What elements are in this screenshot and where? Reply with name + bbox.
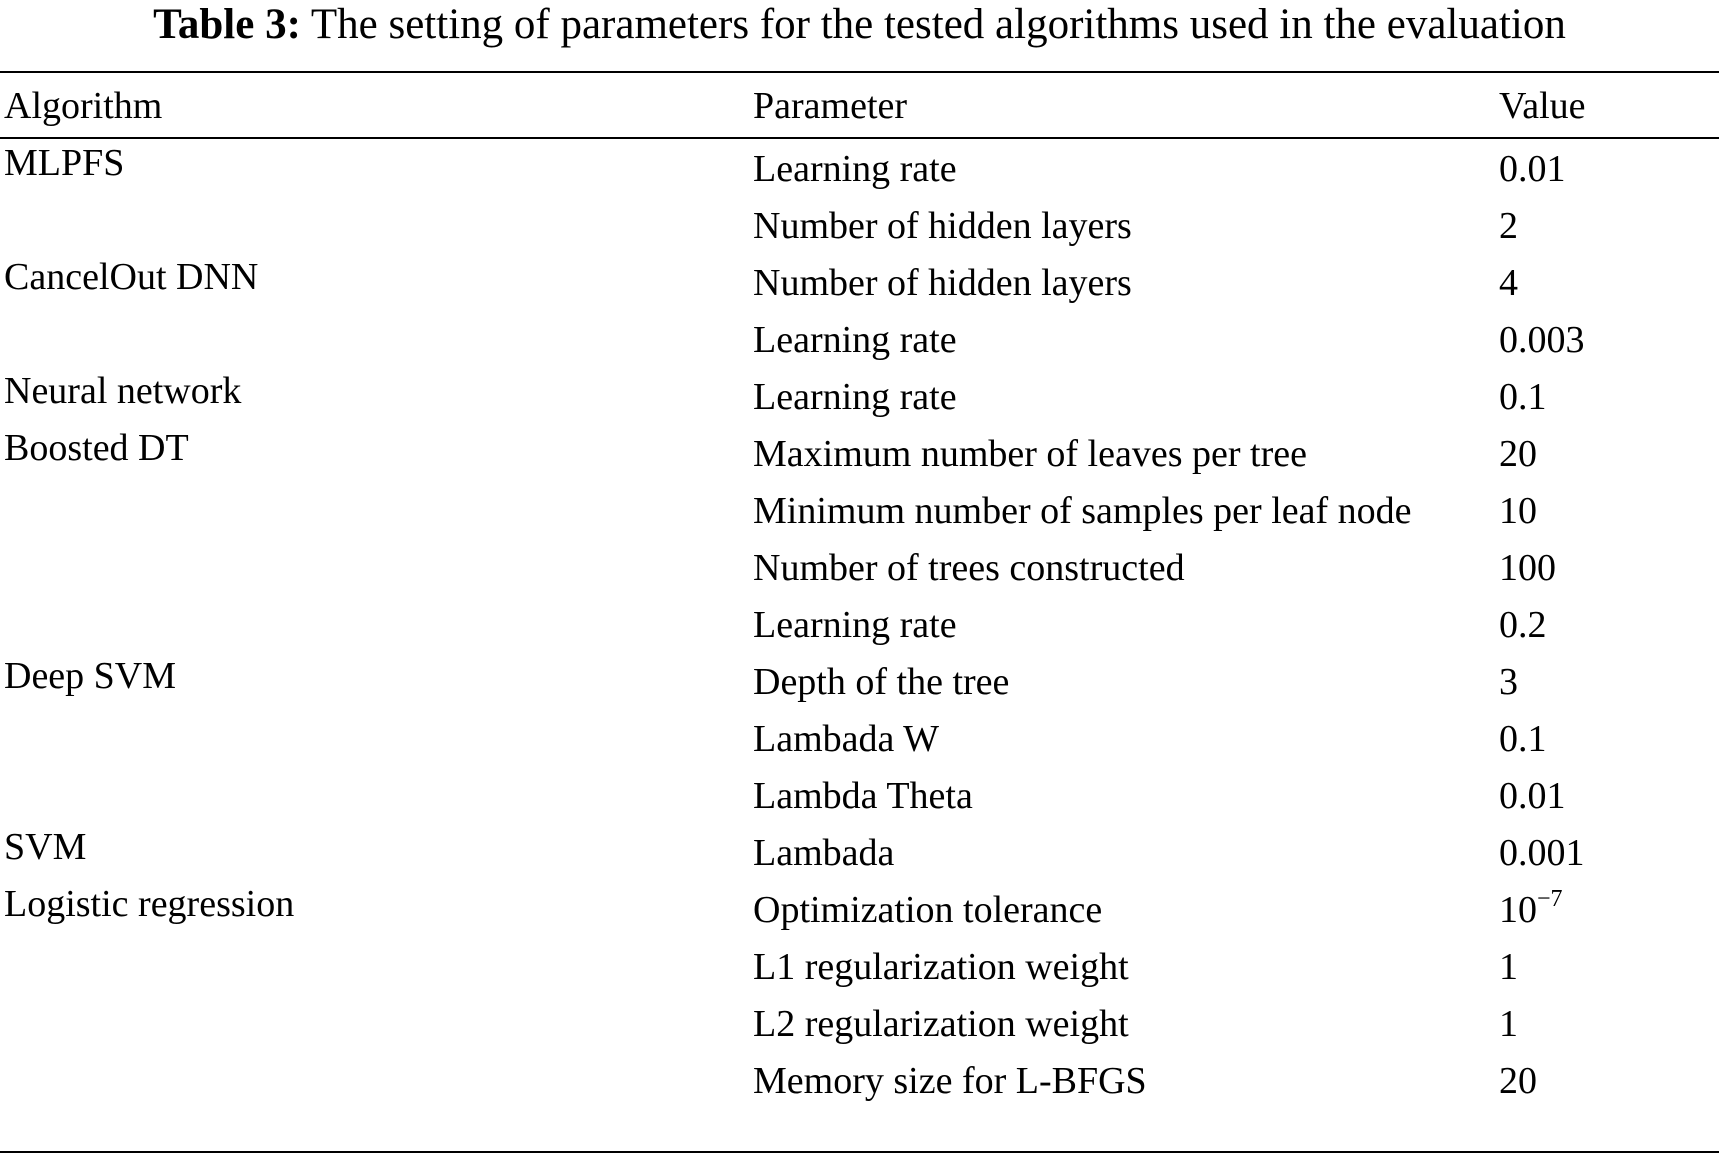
header-row: Algorithm Parameter Value [0,76,1719,138]
cell-parameter: L2 regularization weight [753,1003,1129,1045]
cell-parameter: Number of hidden layers [753,205,1132,247]
parameter-table: Algorithm Parameter Value MLPFS Learning… [0,76,1719,1107]
cell-algorithm [0,309,753,366]
cell-value: 3 [1499,661,1518,703]
table-row: MLPFS Learning rate 0.01 [0,138,1719,195]
table-row: Lambda Theta 0.01 [0,765,1719,822]
cell-value: 20 [1499,433,1537,475]
table-row: Number of trees constructed 100 [0,537,1719,594]
cell-algorithm [0,765,753,822]
cell-parameter: Optimization tolerance [753,889,1103,931]
cell-algorithm [0,1050,753,1107]
caption-text: The setting of parameters for the tested… [310,1,1566,48]
cell-parameter: Lambda Theta [753,775,973,817]
table-row: L2 regularization weight 1 [0,993,1719,1050]
table-row: Number of hidden layers 2 [0,195,1719,252]
cell-value: 0.1 [1499,376,1547,418]
bottom-rule [0,1151,1719,1153]
header-rule [0,137,1719,139]
cell-parameter: Lambada W [753,718,940,760]
cell-parameter: Lambada [753,832,895,874]
cell-algorithm: Logistic regression [4,883,295,925]
cell-value: 0.003 [1499,319,1585,361]
header-algorithm: Algorithm [4,85,163,127]
cell-value: 2 [1499,205,1518,247]
cell-value: 1 [1499,946,1518,988]
table-caption: Table 3: The setting of parameters for t… [0,0,1719,50]
cell-value: 20 [1499,1060,1537,1102]
cell-parameter: Learning rate [753,319,957,361]
cell-algorithm [0,480,753,537]
table-row: Lambada W 0.1 [0,708,1719,765]
cell-parameter: Learning rate [753,604,957,646]
table-row: Deep SVM Depth of the tree 3 [0,651,1719,708]
header-parameter: Parameter [753,85,908,127]
cell-algorithm: SVM [4,826,87,868]
top-rule [0,71,1719,73]
cell-algorithm: CancelOut DNN [4,256,259,298]
cell-parameter: Learning rate [753,376,957,418]
value-exponent: −7 [1537,886,1563,912]
cell-parameter: Minimum number of samples per leaf node [753,490,1412,532]
cell-value: 0.001 [1499,832,1585,874]
table-row: SVM Lambada 0.001 [0,822,1719,879]
cell-value: 4 [1499,262,1518,304]
cell-parameter: Learning rate [753,148,957,190]
table-row: Neural network Learning rate 0.1 [0,366,1719,423]
table-row: Learning rate 0.003 [0,309,1719,366]
cell-value: 0.1 [1499,718,1547,760]
cell-algorithm: MLPFS [4,142,125,184]
cell-parameter: L1 regularization weight [753,946,1129,988]
cell-value: 0.01 [1499,148,1566,190]
cell-value: 100 [1499,547,1556,589]
cell-parameter: Number of trees constructed [753,547,1185,589]
cell-algorithm [0,993,753,1050]
cell-value: 10−7 [1499,879,1719,936]
table-row: L1 regularization weight 1 [0,936,1719,993]
table-row: Boosted DT Maximum number of leaves per … [0,423,1719,480]
table-row: Memory size for L-BFGS 20 [0,1050,1719,1107]
cell-parameter: Maximum number of leaves per tree [753,433,1307,475]
cell-value: 0.01 [1499,775,1566,817]
table-row: CancelOut DNN Number of hidden layers 4 [0,252,1719,309]
value-base: 10 [1499,889,1537,931]
cell-algorithm: Neural network [4,370,242,412]
caption-label: Table 3: [153,1,301,48]
cell-parameter: Memory size for L-BFGS [753,1060,1147,1102]
cell-algorithm [0,708,753,765]
header-value: Value [1499,85,1586,127]
cell-algorithm [0,195,753,252]
cell-algorithm [0,936,753,993]
cell-value: 1 [1499,1003,1518,1045]
cell-algorithm: Boosted DT [4,427,189,469]
cell-value: 10 [1499,490,1537,532]
cell-algorithm [0,537,753,594]
table-row: Logistic regression Optimization toleran… [0,879,1719,936]
cell-value: 0.2 [1499,604,1547,646]
table-row: Learning rate 0.2 [0,594,1719,651]
cell-algorithm: Deep SVM [4,655,177,697]
cell-algorithm [0,594,753,651]
cell-parameter: Number of hidden layers [753,262,1132,304]
cell-parameter: Depth of the tree [753,661,1010,703]
table-row: Minimum number of samples per leaf node … [0,480,1719,537]
